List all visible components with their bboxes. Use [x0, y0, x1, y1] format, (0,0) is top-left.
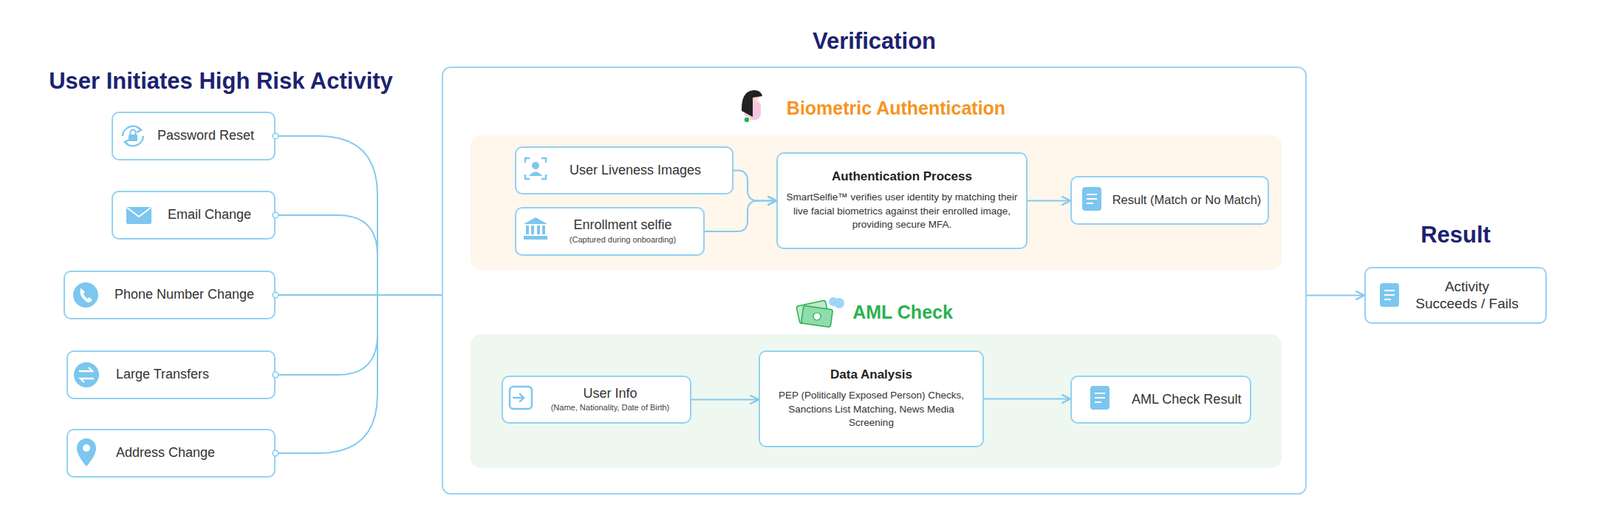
box-label: Phone Number Change [114, 286, 255, 303]
box-content: Address Change [67, 429, 275, 476]
result-box: Result (Match or No Match) [1070, 175, 1270, 225]
flow-connector [275, 294, 442, 375]
section-heading: AML Check [497, 300, 1309, 323]
section-heading: Result [1365, 223, 1546, 246]
flow-connector [275, 294, 442, 453]
box-label: Enrollment selfie [573, 217, 672, 234]
section-heading: Biometric Authentication [490, 96, 1302, 119]
flow-connector [275, 135, 442, 295]
box-content: AML Check Result [1071, 376, 1250, 422]
aml-band: User Info(Name, Nationality, Date of Bir… [470, 333, 1282, 468]
box-note: (Captured during onboarding) [569, 234, 676, 246]
box-content: Result (Match or No Match) [1071, 177, 1268, 224]
activity-box: Email Change [111, 190, 276, 240]
flow-connector [275, 293, 442, 296]
box-content: Large Transfers [67, 351, 275, 398]
input-box: Enrollment selfie(Captured during onboar… [514, 206, 705, 256]
biometric-band: User Liveness ImagesEnrollment selfie(Ca… [470, 135, 1282, 270]
box-label: Large Transfers [115, 366, 210, 383]
activity-box: Address Change [66, 428, 276, 478]
process-box: Data AnalysisPEP (Politically Exposed Pe… [758, 350, 984, 447]
box-content: User Liveness Images [516, 147, 733, 193]
process-box: Authentication ProcessSmartSelfie™ verif… [776, 152, 1028, 249]
box-label: Password Reset [157, 127, 255, 145]
activity-box: Password Reset [111, 111, 276, 161]
box-label: Result (Match or No Match) [1112, 192, 1262, 208]
box-label: User Info [582, 385, 637, 402]
box-content: Activity Succeeds / Fails [1365, 268, 1546, 323]
column-heading: User Initiates High Risk Activity [48, 67, 393, 95]
box-content: Password Reset [113, 113, 275, 159]
box-label: Address Change [115, 444, 215, 461]
box-label: Activity Succeeds / Fails [1413, 278, 1521, 313]
box-title: Data Analysis [830, 367, 913, 382]
box-content: Authentication ProcessSmartSelfie™ verif… [777, 153, 1027, 248]
activity-box: Phone Number Change [63, 270, 276, 320]
box-content: Enrollment selfie(Captured during onboar… [516, 208, 704, 255]
flow-connector [275, 214, 442, 295]
box-description: SmartSelfie™ verifies user identity by m… [784, 190, 1020, 232]
box-title: Authentication Process [831, 169, 973, 184]
activity-box: Large Transfers [66, 350, 276, 399]
box-content: User Info(Name, Nationality, Date of Bir… [503, 376, 690, 422]
verification-panel: User Liveness ImagesEnrollment selfie(Ca… [441, 66, 1307, 495]
box-content: Email Change [113, 192, 275, 238]
input-box: User Info(Name, Nationality, Date of Bir… [501, 375, 692, 424]
box-content: Phone Number Change [65, 271, 275, 318]
result-box: AML Check Result [1070, 375, 1252, 424]
box-note: (Name, Nationality, Date of Birth) [551, 401, 670, 413]
box-label: AML Check Result [1131, 391, 1241, 408]
flow-connector [1306, 294, 1365, 297]
box-label: Email Change [167, 206, 252, 224]
box-description: PEP (Politically Exposed Person) Checks,… [766, 388, 976, 430]
box-content: Data AnalysisPEP (Politically Exposed Pe… [760, 351, 983, 446]
final-result-box: Activity Succeeds / FailsResult [1364, 266, 1547, 324]
input-box: User Liveness Images [514, 146, 734, 195]
box-label: User Liveness Images [569, 162, 702, 179]
section-heading: Verification [443, 30, 1306, 53]
